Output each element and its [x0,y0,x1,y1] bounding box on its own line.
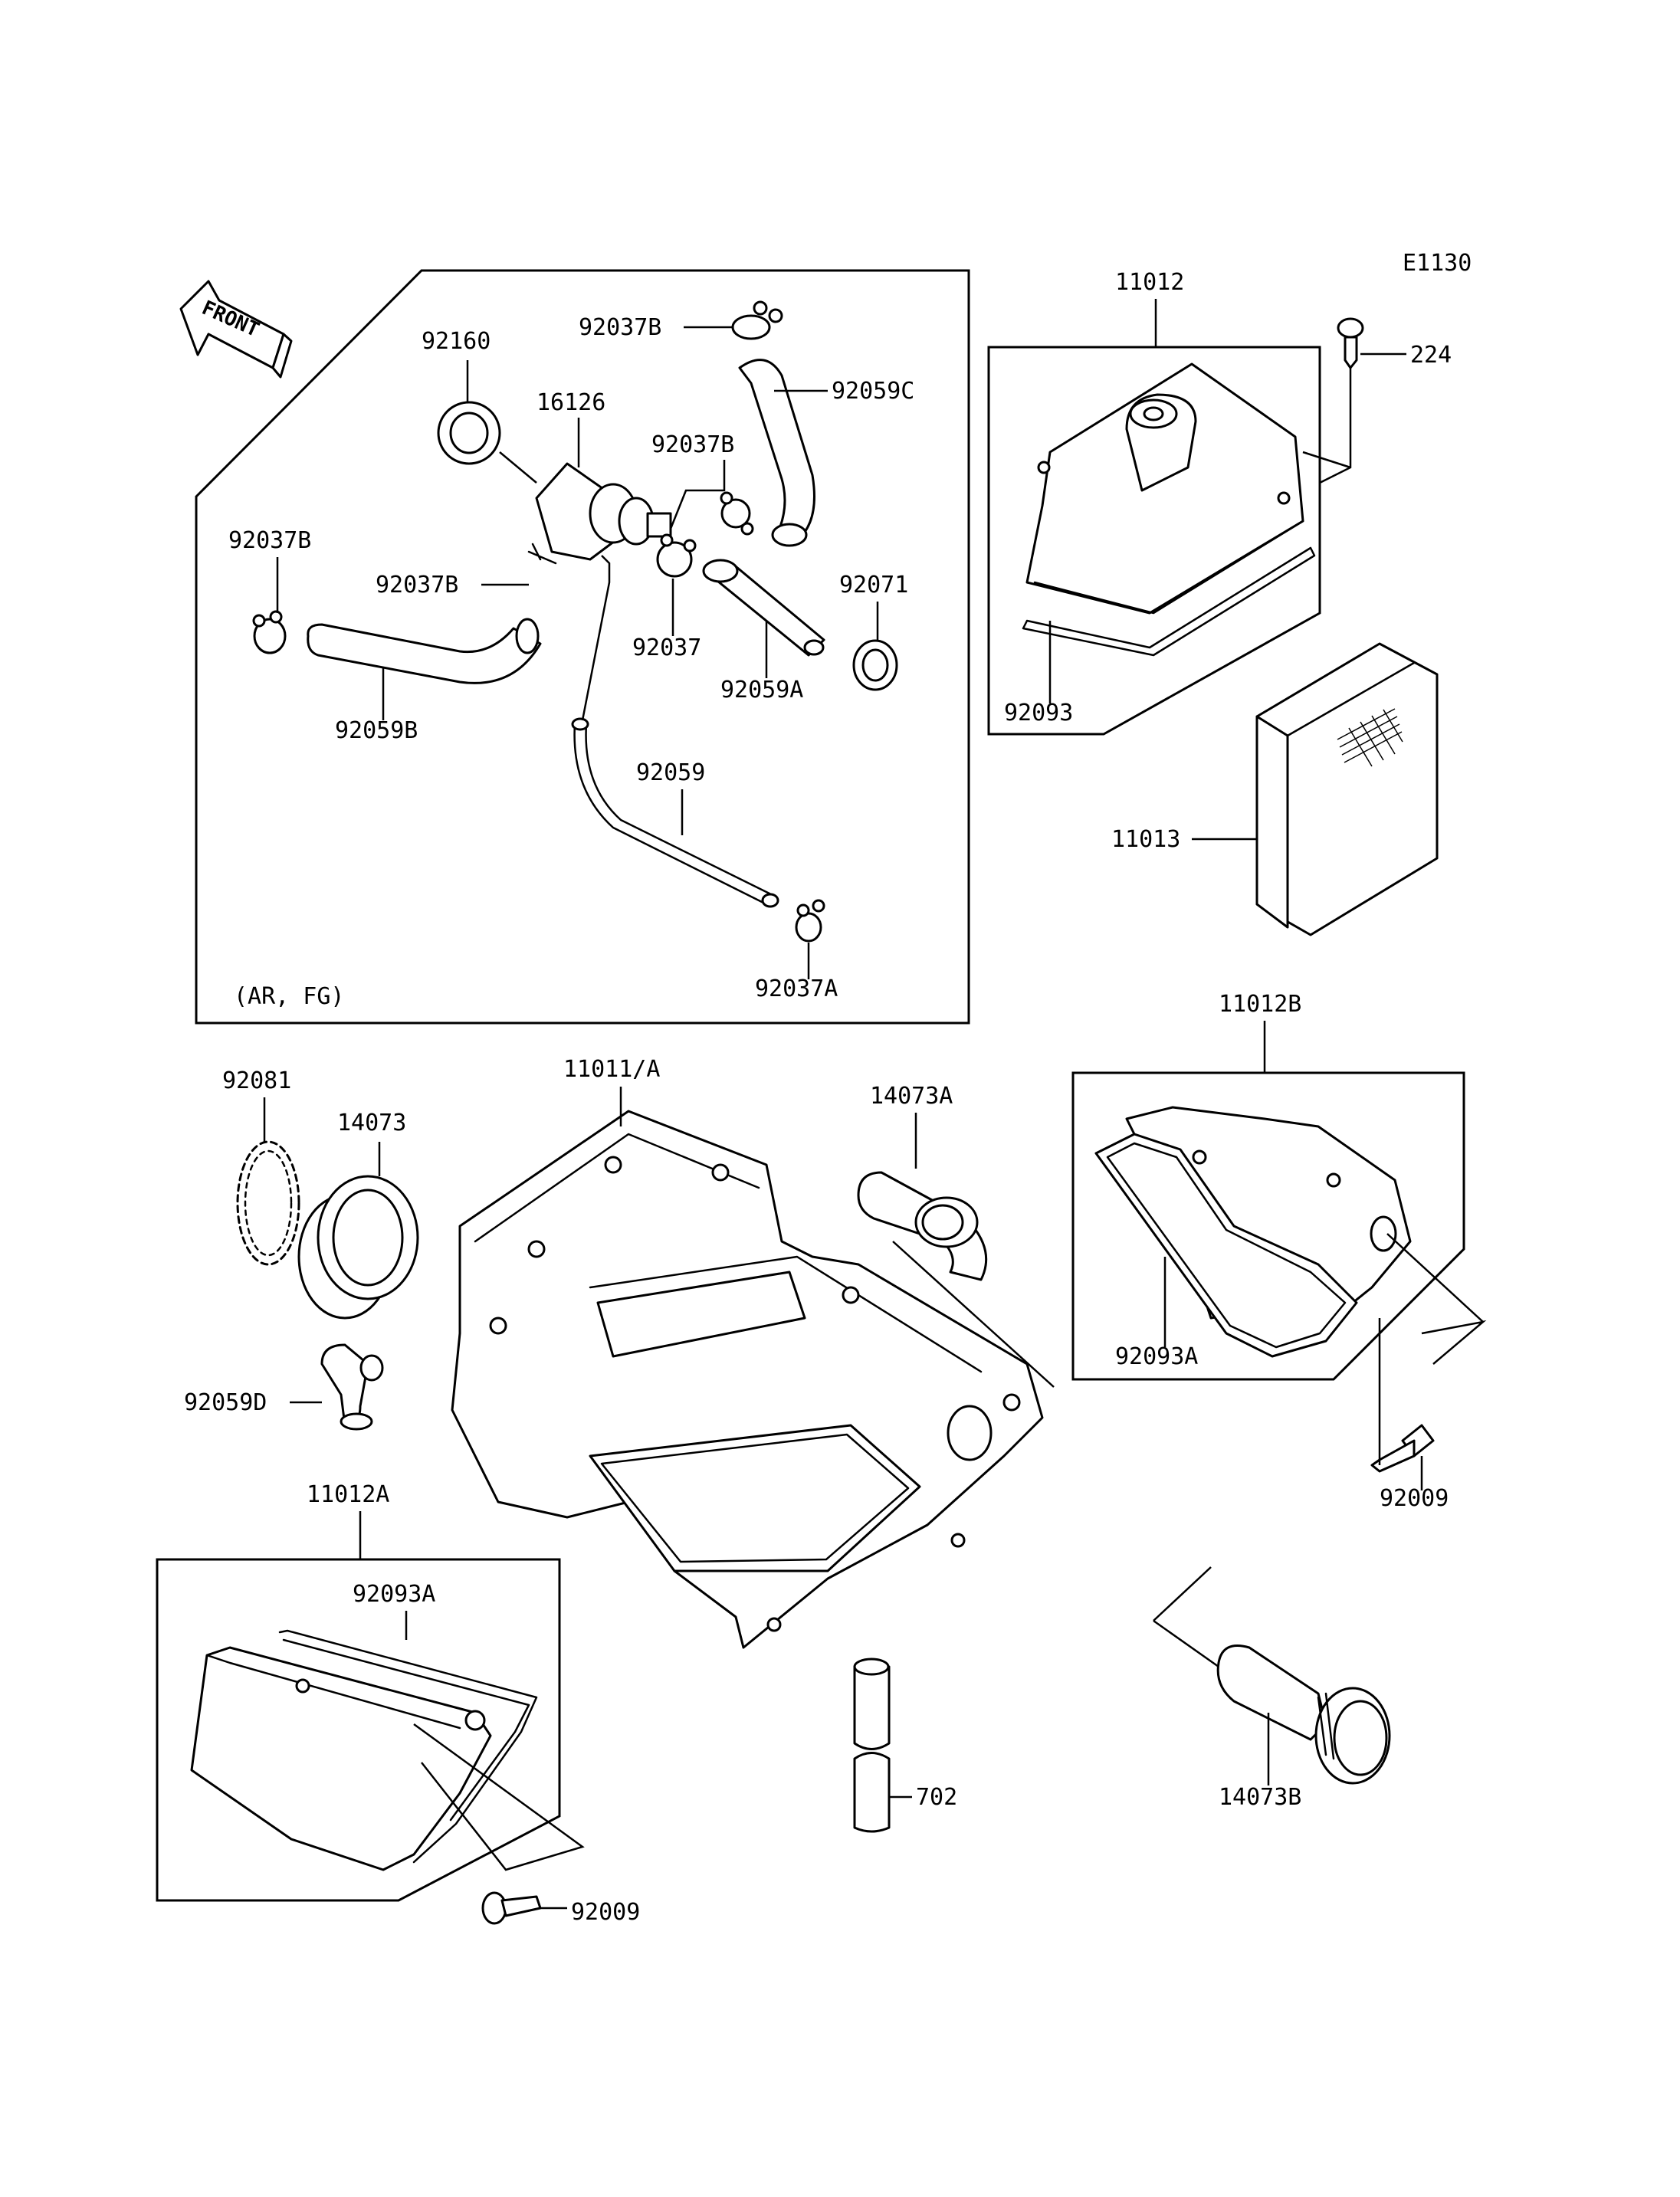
label-92059B: 92059B [335,717,418,744]
label-92037B-left: 92037B [228,527,311,554]
part-11012-cover [1025,362,1304,615]
part-92009-right-screw [1370,1424,1435,1473]
part-92059B-hose [307,623,542,684]
label-92093: 92093 [1004,700,1073,726]
label-11012B: 11012B [1219,991,1301,1018]
label-92059: 92059 [636,759,705,786]
part-92059-tube [571,717,779,908]
label-92059A: 92059A [720,677,803,703]
label-92037B-mid: 92037B [651,431,734,458]
part-92037B-top-clamp [731,300,783,340]
label-92059C: 92059C [832,378,914,405]
part-92093-gasket [1022,546,1316,657]
label-92160: 92160 [422,328,491,355]
part-92160-ring [437,401,501,465]
front-arrow-icon: FRONT [179,280,293,379]
part-92037A-clamp [795,899,825,943]
part-92009-bottom-screw [481,1891,542,1925]
label-14073A: 14073A [870,1083,953,1110]
part-11012B-cover [1094,1106,1412,1358]
part-14073-boot [297,1175,419,1320]
label-702: 702 [916,1784,957,1811]
label-224: 224 [1410,342,1452,369]
frame-11012B [1071,1071,1465,1381]
part-11011A-airbox [451,1110,1044,1649]
label-92059D: 92059D [184,1389,267,1416]
label-92009-bottom: 92009 [571,1899,640,1926]
label-92037B-center: 92037B [376,572,458,598]
label-14073: 14073 [337,1110,406,1136]
label-11012A: 11012A [307,1481,389,1508]
part-92037B-left-clamp [252,610,287,654]
label-16126: 16126 [536,389,605,416]
diagram-code: E1130 [1403,250,1472,277]
part-11013-filter [1255,642,1439,936]
label-92093A-left: 92093A [353,1581,435,1608]
part-224-screw [1337,317,1364,369]
label-92037A: 92037A [755,976,838,1002]
label-11011A: 11011/A [563,1056,660,1083]
part-92059C-hose [738,359,815,542]
label-14073B: 14073B [1219,1784,1301,1811]
label-92009-right: 92009 [1380,1485,1449,1512]
label-11013: 11013 [1111,826,1180,853]
part-14073A-hose [857,1171,988,1281]
part-92059D-elbow [320,1343,384,1431]
part-92037B-mid-clamp [720,491,754,536]
part-16126-valve [535,462,672,561]
label-11012: 11012 [1115,269,1184,296]
label-92081: 92081 [222,1067,291,1094]
frame-11012 [987,346,1321,736]
label-92037: 92037 [632,635,701,661]
label-92037B-top: 92037B [579,314,661,341]
part-92071-grommet [852,639,898,691]
part-702-tube [853,1658,891,1833]
ar-fg-frame [195,269,970,1025]
label-92093A-right: 92093A [1115,1343,1198,1370]
label-92071: 92071 [839,572,908,598]
part-92037-clamp [656,533,697,578]
part-92081-spring [236,1140,300,1266]
frame-11012A [156,1558,561,1902]
part-92037B-center-clamp [527,543,557,565]
part-11012A-cover [190,1629,538,1871]
part-14073B-funnel [1216,1644,1391,1785]
part-92059A-pipe [702,559,825,657]
ar-fg-note: (AR, FG) [234,983,345,1010]
